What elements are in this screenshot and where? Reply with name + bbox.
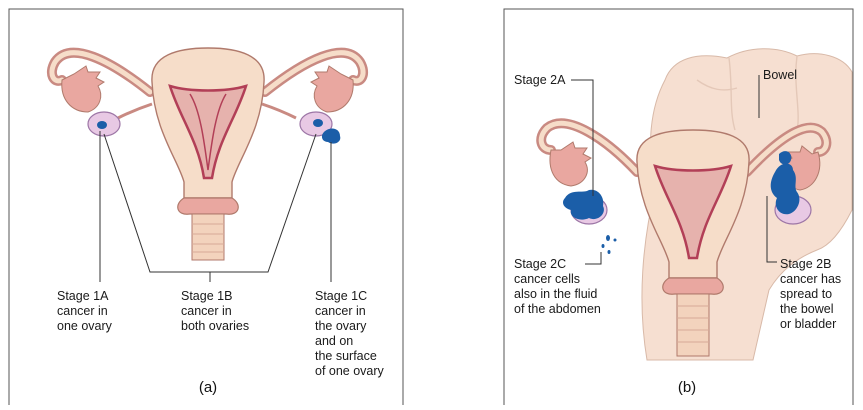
label-stage-2a: Stage 2A [514,73,566,87]
left-ovary-b [563,190,607,224]
left-fimbriae [62,66,104,112]
diagram-panel-a: Stage 1A cancer in one ovary Stage 1B ca… [0,0,413,410]
caption-a: (a) [199,379,217,396]
cervix [178,198,239,214]
right-ovary [300,112,340,144]
vagina-b [677,294,709,356]
leader-stage-2c [585,252,601,264]
label-stage-1a: Stage 1A cancer in one ovary [57,289,113,333]
left-ovary [88,112,120,136]
left-ovarian-ligament [118,104,152,118]
label-stage-2b: Stage 2B cancer has spread to the bowel … [780,257,845,331]
label-stage-1b: Stage 1B cancer in both ovaries [181,289,249,333]
label-stage-2c: Stage 2C cancer cells also in the fluid … [514,257,601,316]
panel-b-svg: Stage 2A Bowel Stage 2C cancer cells als… [497,0,863,410]
abdominal-cancer-cells [602,235,617,254]
left-fimbriae-b [550,142,591,186]
caption-b: (b) [678,379,696,396]
label-stage-1c: Stage 1C cancer in the ovary and on the … [315,289,385,378]
right-ovary-tumor [313,119,323,127]
panel-a-svg: Stage 1A cancer in one ovary Stage 1B ca… [0,0,413,410]
label-bowel: Bowel [763,68,797,82]
vagina [192,214,224,260]
right-fimbriae [311,66,353,112]
diagram-panel-b: Stage 2A Bowel Stage 2C cancer cells als… [497,0,863,410]
uterus [152,48,264,198]
left-ovary-tumor-b [563,190,604,220]
left-ovary-tumor [97,121,107,129]
right-ovarian-ligament [262,104,296,118]
bowel-tumor-b [779,151,791,164]
cervix-b [663,278,724,294]
